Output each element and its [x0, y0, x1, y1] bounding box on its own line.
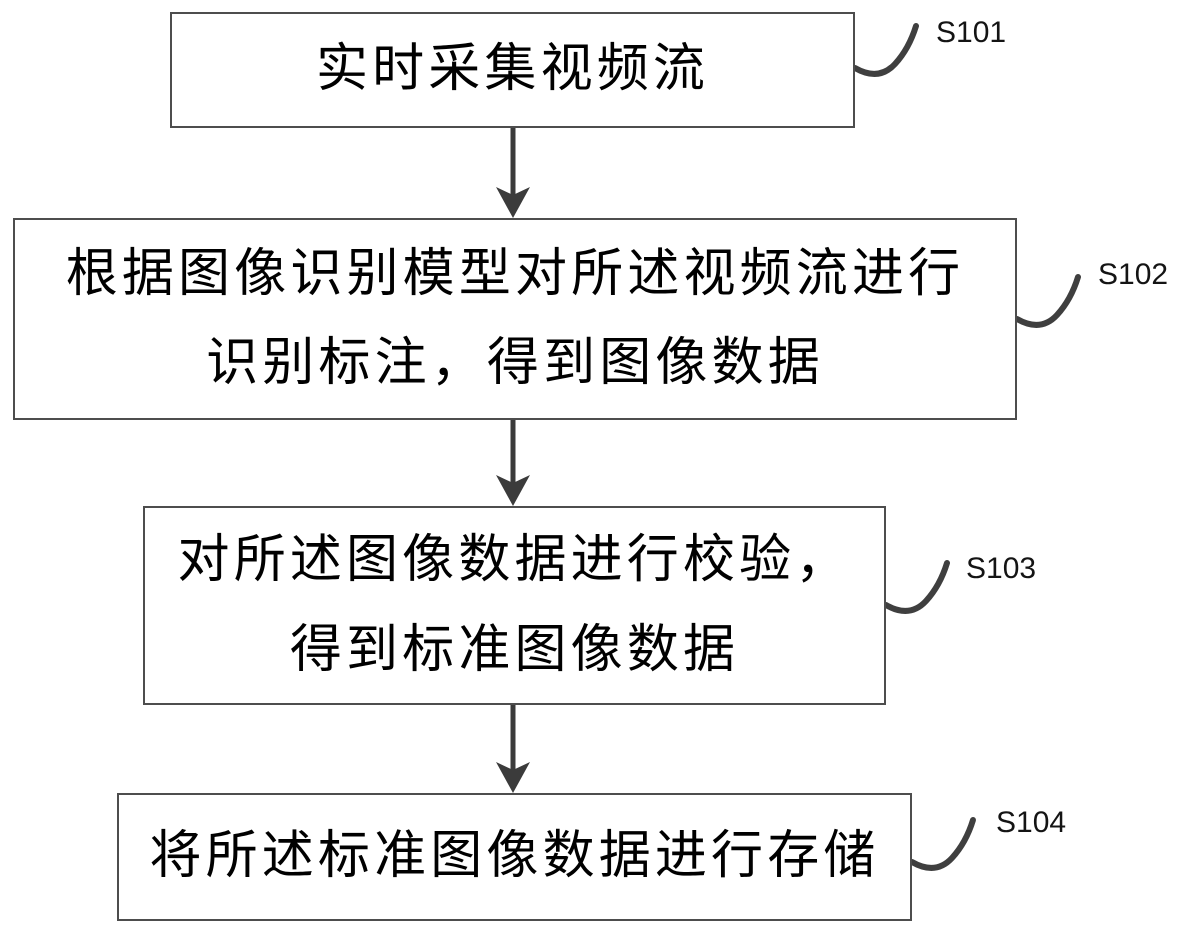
reference-curve-s104	[909, 817, 976, 871]
flow-arrow-1	[496, 128, 530, 218]
flow-arrow-2	[496, 420, 530, 506]
step-label-s104: S104	[996, 806, 1067, 839]
step-text-line: 识别标注，得到图像数据	[206, 333, 824, 393]
step-label-s102: S102	[1098, 258, 1169, 291]
reference-curve-s103	[883, 560, 950, 614]
step-text-line: 得到标准图像数据	[289, 619, 740, 680]
step-box-s101: 实时采集视频流	[170, 12, 855, 128]
step-text-line: 对所述图像数据进行校验，	[177, 530, 852, 591]
flow-arrow-3	[496, 705, 530, 793]
step-label-s101: S101	[936, 16, 1007, 49]
step-box-s104: 将所述标准图像数据进行存储	[117, 793, 912, 921]
reference-curve-s101	[852, 23, 919, 77]
step-text-line: 实时采集视频流	[315, 39, 710, 100]
step-box-s103: 对所述图像数据进行校验， 得到标准图像数据	[143, 506, 886, 705]
step-label-s103: S103	[966, 552, 1037, 585]
step-text-line: 根据图像识别模型对所述视频流进行	[65, 243, 965, 304]
reference-curve-s102	[1014, 274, 1081, 328]
step-text-line: 将所述标准图像数据进行存储	[149, 826, 880, 887]
step-box-s102: 根据图像识别模型对所述视频流进行 识别标注，得到图像数据	[13, 218, 1017, 420]
